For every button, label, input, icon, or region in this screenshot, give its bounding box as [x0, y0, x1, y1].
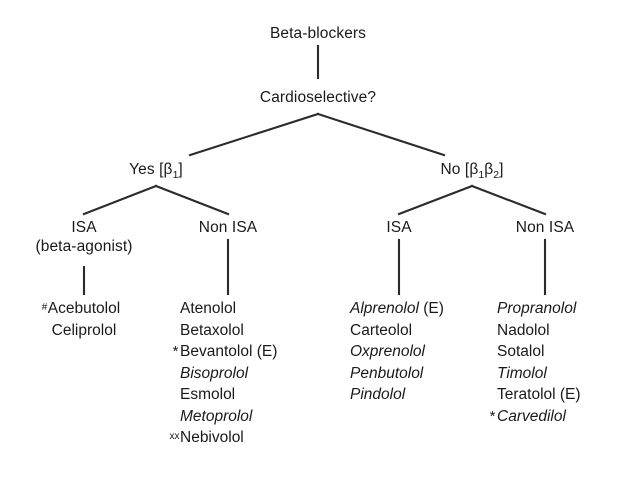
asterisk-marker-icon: *	[489, 407, 496, 425]
drug-item: Metoprolol	[180, 406, 277, 428]
drug-item: Penbutolol	[350, 363, 444, 385]
heading-cardioselective-isa: ISA (beta-agonist)	[35, 218, 132, 256]
heading-label: ISA	[386, 219, 412, 236]
drug-name: Esmolol	[180, 386, 236, 403]
branch-yes-bracket-close: ]	[178, 161, 183, 178]
drug-item: *Bevantolol (E)	[173, 341, 278, 363]
drug-item: Esmolol	[180, 384, 277, 406]
heading-label: ISA	[71, 219, 97, 236]
drug-item: Teratolol (E)	[497, 384, 581, 406]
edge-no-isa	[397, 184, 474, 216]
edge-yes-nonisa	[154, 184, 230, 216]
drug-item: Oxprenolol	[350, 341, 444, 363]
branch-yes-subscript: 1	[172, 169, 179, 182]
heading-label: Non ISA	[515, 219, 575, 236]
drug-name: Betaxolol	[180, 321, 244, 339]
drug-name: Bevantolol	[180, 343, 253, 360]
drug-name: Bisoprolol	[180, 364, 249, 382]
heading-cardioselective-non-isa: Non ISA	[199, 218, 257, 237]
drug-name: Sotalol	[497, 343, 545, 360]
drug-name: Penbutolol	[350, 364, 424, 382]
drug-suffix: (E)	[252, 343, 278, 360]
drug-name: Propranolol	[497, 300, 577, 317]
drug-name: Timolol	[497, 364, 547, 382]
branch-no-beta-2: β	[484, 161, 494, 178]
edge-no-nonisa	[470, 184, 547, 216]
branch-no-subscript-2: 2	[493, 169, 500, 182]
drug-name: Pindolol	[350, 386, 406, 403]
drug-name: Nebivolol	[180, 429, 244, 446]
node-branch-yes: Yes [β1]	[129, 160, 183, 185]
node-branch-no: No [β1β2]	[441, 160, 504, 185]
superscript-marker-icon: xx	[169, 431, 180, 442]
drug-suffix: (E)	[418, 300, 444, 317]
drug-item: Atenolol	[180, 298, 277, 320]
branch-no-subscript-1: 1	[478, 169, 485, 182]
drug-name: Carvedilol	[497, 407, 566, 425]
drug-name: Teratolol	[497, 386, 556, 403]
branch-no-bracket-close: ]	[499, 161, 504, 178]
drug-item: Bisoprolol	[180, 363, 277, 385]
heading-label: Non ISA	[198, 219, 258, 236]
asterisk-marker-icon: *	[172, 343, 179, 360]
superscript-marker-icon: #	[41, 302, 48, 313]
drug-name: Atenolol	[180, 300, 237, 317]
drug-item: Carteolol	[350, 320, 444, 342]
drug-item: Celiprolol	[48, 320, 120, 342]
drug-item: Betaxolol	[180, 320, 277, 342]
node-root-label: Beta-blockers	[269, 25, 367, 42]
drug-name: Nadolol	[497, 321, 550, 339]
heading-noncardioselective-non-isa: Non ISA	[516, 218, 574, 237]
node-decision: Cardioselective?	[260, 88, 376, 107]
drug-item: #Acebutolol	[42, 298, 121, 320]
edge-yes-isa	[82, 184, 158, 216]
drug-name: Alprenolol	[350, 300, 419, 317]
drug-item: Propranolol	[497, 298, 581, 320]
drug-item: Nadolol	[497, 320, 581, 342]
drug-item: *Carvedilol	[490, 406, 581, 428]
drug-name: Celiprolol	[51, 321, 117, 339]
heading-sublabel: (beta-agonist)	[35, 238, 133, 255]
drug-name: Carteolol	[350, 321, 413, 339]
drug-name: Oxprenolol	[350, 343, 425, 360]
edge-decision-no	[316, 112, 446, 157]
branch-yes-label: Yes [β	[129, 161, 173, 178]
drug-item: Alprenolol (E)	[350, 298, 444, 320]
drug-item: Pindolol	[350, 384, 444, 406]
node-root: Beta-blockers	[270, 24, 366, 43]
drug-item: Timolol	[497, 363, 581, 385]
drug-name: Metoprolol	[180, 407, 253, 425]
drug-suffix: (E)	[555, 386, 581, 403]
drug-item: Sotalol	[497, 341, 581, 363]
heading-noncardioselective-isa: ISA	[386, 218, 411, 237]
branch-no-label: No [β	[440, 161, 479, 178]
drug-name: Acebutolol	[47, 300, 121, 317]
node-decision-label: Cardioselective?	[259, 89, 377, 106]
edge-decision-yes	[188, 112, 320, 157]
